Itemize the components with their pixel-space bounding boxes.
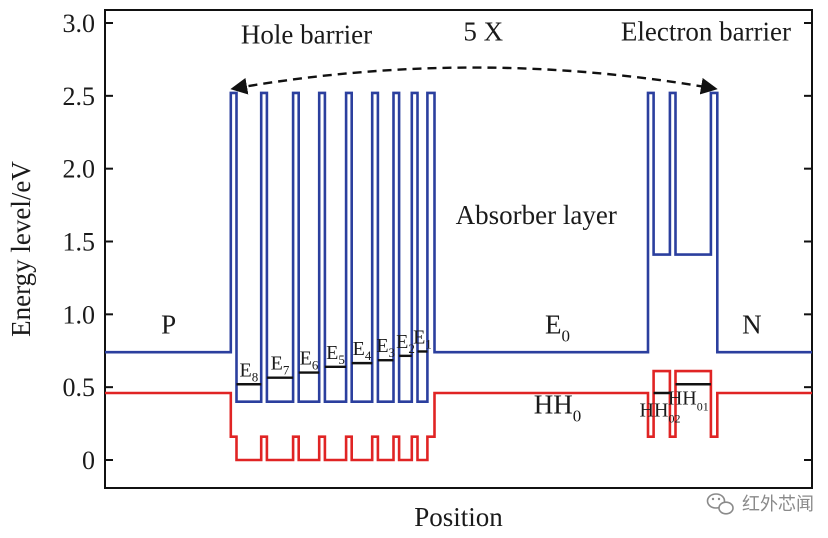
annotation-electron: Electron barrier — [621, 16, 791, 46]
y-tick-label: 0 — [82, 446, 95, 475]
series-group — [105, 91, 812, 462]
label-hh0: HH0 — [534, 389, 582, 425]
annotation-absorber: Absorber layer — [456, 200, 617, 230]
label-e0: E0 — [545, 309, 570, 345]
energy-level-label: E4 — [353, 338, 372, 363]
annotation-n: N — [742, 309, 762, 339]
y-tick-label: 2.5 — [63, 82, 96, 111]
watermark: 红外芯闻 — [706, 493, 814, 515]
annotation-hole: Hole barrier — [241, 19, 372, 49]
plot-frame — [104, 9, 813, 489]
energy-level-label: E5 — [326, 342, 345, 367]
annotation-p: P — [161, 309, 176, 339]
annotation-fivex: 5 X — [463, 16, 503, 46]
y-tick-label: 0.5 — [63, 373, 96, 402]
series-valence-band — [105, 369, 812, 462]
annotations-group: Hole barrier 5 X Electron barrierAbsorber … — [161, 16, 791, 425]
energy-level-label: E1 — [413, 326, 432, 351]
series-conduction-band — [105, 91, 812, 403]
label-hh01: HH01 — [668, 388, 709, 414]
y-tick-label: 1.5 — [63, 228, 96, 257]
wechat-icon — [706, 493, 734, 515]
watermark-text: 红外芯闻 — [742, 494, 814, 515]
dashed-arrow — [230, 66, 718, 95]
y-tick-label: 1.0 — [63, 300, 96, 329]
y-axis-label: Energy level/eV — [6, 161, 36, 337]
energy-level-label: E8 — [240, 359, 259, 384]
energy-level-label: E6 — [300, 348, 319, 373]
energy-level-label: E7 — [271, 353, 290, 378]
y-tick-label: 3.0 — [63, 9, 96, 38]
x-axis-label: Position — [414, 502, 503, 532]
y-tick-label: 2.0 — [63, 155, 96, 184]
